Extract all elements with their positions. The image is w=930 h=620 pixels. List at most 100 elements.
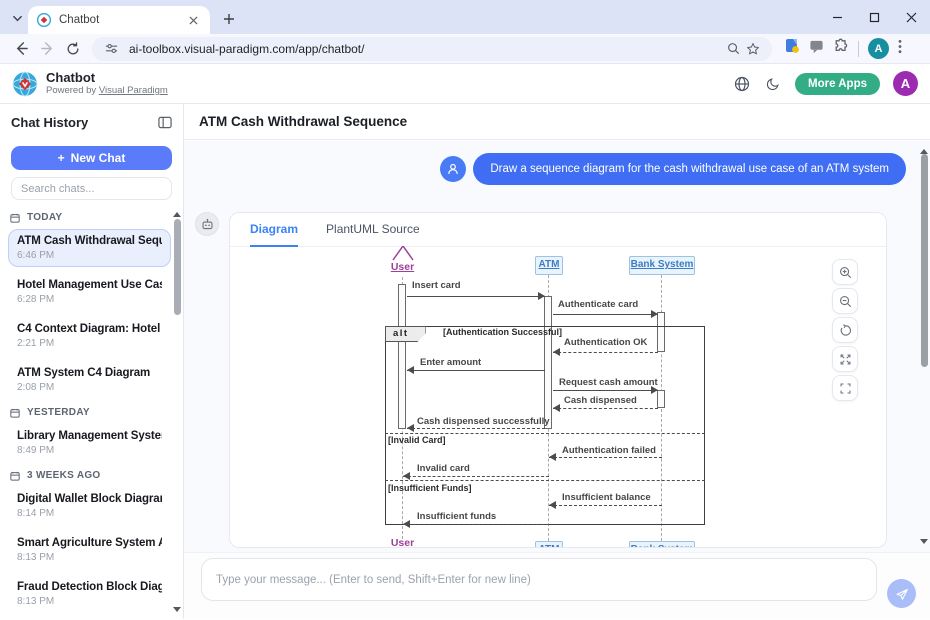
conversation-title-row: ATM Cash Withdrawal Sequence (184, 104, 930, 140)
header-actions: More Apps A (733, 71, 918, 96)
zoom-out-button[interactable] (832, 288, 858, 314)
site-settings-icon[interactable] (101, 39, 121, 59)
reload-button[interactable] (60, 36, 86, 62)
activation-bank-1 (657, 312, 665, 352)
close-button[interactable] (893, 0, 930, 34)
browser-menu-icon[interactable] (898, 39, 902, 59)
sidebar-title: Chat History (11, 115, 89, 130)
reading-extension-icon[interactable] (784, 38, 800, 59)
message-arrow (407, 428, 545, 429)
message-arrow (549, 505, 662, 506)
arrowhead (651, 386, 658, 394)
activation-bank-2 (657, 390, 665, 408)
tab-close-icon[interactable] (185, 12, 201, 28)
section-header-today: TODAY (10, 212, 171, 223)
section-header-yesterday: YESTERDAY (10, 407, 171, 418)
more-apps-button[interactable]: More Apps (795, 72, 880, 95)
participant-atm-top: ATM (535, 256, 563, 275)
forward-button[interactable] (34, 36, 60, 62)
bookmark-star-icon[interactable] (743, 39, 763, 59)
tab-plantuml-source[interactable]: PlantUML Source (326, 222, 420, 236)
search-chats-input[interactable] (11, 177, 172, 200)
alt-divider (385, 480, 705, 481)
arrowhead (553, 348, 560, 356)
scrollbar-thumb[interactable] (921, 154, 928, 367)
language-globe-icon[interactable] (733, 75, 751, 93)
calendar-icon (10, 408, 20, 418)
app-header: Chatbot Powered by Visual Paradigm More … (0, 64, 930, 104)
arrowhead (553, 404, 560, 412)
content-area: Chat History + New Chat TODAY ATM Cash W… (0, 104, 930, 619)
participant-bank-top: Bank System (629, 256, 695, 275)
message-label: Insufficient funds (417, 511, 497, 522)
back-button[interactable] (8, 36, 34, 62)
tab-search-button[interactable] (7, 8, 27, 28)
user-message-avatar (440, 156, 467, 182)
message-arrow (553, 314, 658, 315)
chat-item[interactable]: Fraud Detection Block Diagr... 8:13 PM (17, 581, 162, 607)
fullscreen-button[interactable] (832, 375, 858, 401)
extensions-puzzle-icon[interactable] (833, 38, 849, 59)
new-tab-button[interactable] (218, 8, 240, 30)
message-label: Cash dispensed (564, 395, 637, 406)
sidebar-scrollbar[interactable] (173, 206, 182, 618)
browser-tab-chatbot[interactable]: Chatbot (28, 6, 210, 34)
chat-item[interactable]: C4 Context Diagram: Hotel ... 2:21 PM (17, 323, 162, 349)
toolbar-extensions-area: A (784, 38, 902, 59)
chat-history-sidebar: Chat History + New Chat TODAY ATM Cash W… (0, 104, 184, 619)
reset-icon (840, 323, 851, 336)
chat-item[interactable]: Smart Agriculture System Ar... 8:13 PM (17, 537, 162, 563)
scrollbar-thumb[interactable] (174, 219, 181, 315)
send-paper-plane-icon (896, 588, 908, 600)
chat-item[interactable]: Hotel Management Use Case 6:28 PM (17, 279, 162, 305)
chat-item[interactable]: ATM Cash Withdrawal Seque... 6:46 PM (8, 229, 171, 267)
url-text[interactable]: ai-toolbox.visual-paradigm.com/app/chatb… (129, 41, 365, 56)
scroll-down-arrow[interactable] (173, 607, 181, 616)
tab-diagram[interactable]: Diagram (250, 222, 299, 247)
address-bar[interactable]: ai-toolbox.visual-paradigm.com/app/chatb… (92, 36, 772, 61)
alt-divider (385, 433, 705, 434)
chat-item[interactable]: ATM System C4 Diagram 2:08 PM (17, 367, 151, 393)
maximize-button[interactable] (856, 0, 893, 34)
window-controls (819, 0, 930, 34)
arrowhead (407, 366, 414, 374)
fit-diagram-button[interactable] (832, 346, 858, 372)
tab-title: Chatbot (59, 14, 100, 26)
arrowhead (651, 310, 658, 318)
send-button[interactable] (887, 579, 916, 608)
message-label: Insert card (412, 280, 461, 291)
chat-scrollbar[interactable] (920, 143, 929, 550)
chat-item[interactable]: Digital Wallet Block Diagram 8:14 PM (17, 493, 162, 519)
bot-avatar (195, 212, 219, 236)
message-label: Insufficient balance (562, 492, 651, 503)
reset-view-button[interactable] (832, 317, 858, 343)
scroll-up-arrow[interactable] (173, 208, 181, 217)
message-label: Invalid card (417, 463, 470, 474)
message-label: Cash dispensed successfully (417, 416, 550, 427)
message-input[interactable] (201, 558, 877, 601)
chat-extension-icon[interactable] (809, 39, 824, 59)
message-label: Authentication OK (564, 337, 648, 348)
section-header-3-weeks-ago: 3 WEEKS AGO (10, 470, 171, 481)
minimize-button[interactable] (819, 0, 856, 34)
chat-item[interactable]: Library Management System... 8:49 PM (17, 430, 162, 456)
page-title: ATM Cash Withdrawal Sequence (199, 114, 408, 129)
dark-mode-moon-icon[interactable] (764, 75, 782, 93)
browser-profile-avatar[interactable]: A (868, 38, 889, 59)
guard-invalid-card: [Invalid Card] (388, 435, 446, 445)
collapse-panel-icon[interactable] (158, 116, 172, 129)
new-chat-button[interactable]: + New Chat (11, 146, 172, 170)
expand-arrows-icon (840, 354, 850, 364)
zoom-in-button[interactable] (832, 259, 858, 285)
user-avatar[interactable]: A (893, 71, 918, 96)
scroll-up-arrow[interactable] (920, 145, 928, 154)
arrowhead (403, 520, 410, 528)
app-name: Chatbot (46, 70, 96, 85)
visual-paradigm-link[interactable]: Visual Paradigm (98, 85, 168, 96)
zoom-page-icon[interactable] (723, 39, 743, 59)
plus-icon (224, 14, 234, 24)
scroll-down-arrow[interactable] (920, 539, 928, 548)
guard-authentication-successful: [Authentication Successful] (443, 327, 563, 337)
activation-atm (544, 296, 552, 429)
